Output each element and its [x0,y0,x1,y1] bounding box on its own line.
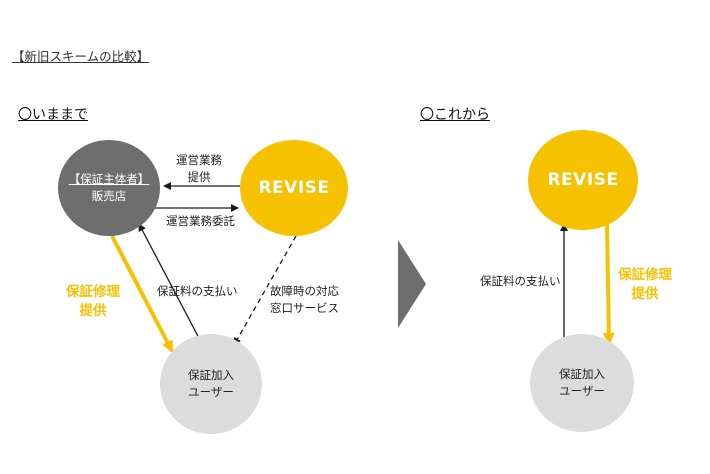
label-fee-payment-before: 保証料の支払い [157,284,238,298]
label-ops-provide: 運営業務 提供 [176,152,222,187]
user-after-label-line1: 保証加入 [559,366,605,381]
label-ops-provide-line1: 運営業務 [176,153,222,167]
label-warranty-repair-before-line1: 保証修理 [66,284,120,300]
node-provider: 【保証主体者】 販売店 [58,140,160,236]
label-warranty-repair-before-line2: 提供 [79,302,107,319]
user-label-line1: 保証加入 [188,367,234,382]
node-revise-after: REVISE [528,130,638,230]
label-fee-payment-after: 保証料の支払い [480,274,561,288]
provider-name-label: 販売店 [91,189,127,203]
label-failure-service-line2: 窓口サービス [270,301,339,316]
arrow-failure-service [233,235,297,346]
arrow-warranty-repair-right [602,223,615,345]
user-after-label-line2: ユーザー [559,384,605,398]
label-failure-service: 故障時の対応 窓口サービス [270,283,339,318]
transition-arrow-icon [398,240,426,328]
label-failure-service-line1: 故障時の対応 [270,284,339,298]
label-warranty-repair-before: 保証修理 提供 [66,283,120,321]
label-warranty-repair-after-line2: 提供 [631,285,659,302]
node-revise-before: REVISE [240,140,348,236]
label-ops-provide-line2: 提供 [187,170,211,185]
section-title-before: 〇いままで [18,107,88,123]
node-user-before: 保証加入 ユーザー [160,334,262,434]
provider-role-label: 【保証主体者】 [68,172,150,187]
label-warranty-repair-after-line1: 保証修理 [618,267,672,283]
section-title-after: 〇これから [420,107,490,123]
label-warranty-repair-after: 保証修理 提供 [618,266,672,304]
user-label-line2: ユーザー [188,385,234,399]
label-ops-commission: 運営業務委託 [166,214,235,228]
page-title: 【新旧スキームの比較】 [12,49,150,64]
arrow-fee-payment-left [138,223,201,341]
arrow-warranty-repair-left [110,235,174,353]
node-user-after: 保証加入 ユーザー [530,334,634,432]
